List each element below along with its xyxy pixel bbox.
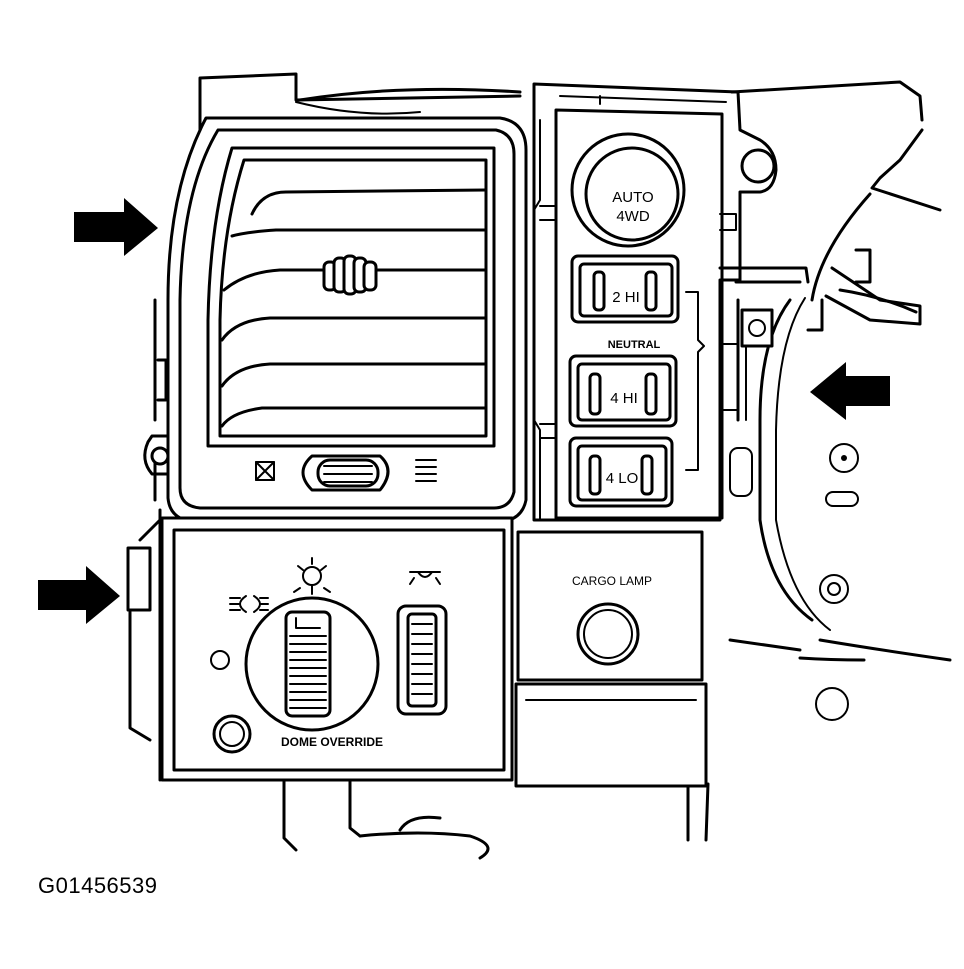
four-hi-button[interactable]: 4 HI xyxy=(568,354,678,428)
neutral-bracket xyxy=(685,291,705,471)
dome-lamp-icon xyxy=(409,571,441,585)
cargo-lamp-panel: CARGO LAMP xyxy=(514,530,708,788)
air-vent xyxy=(166,116,528,524)
arrow-right-icon xyxy=(74,198,158,256)
vent-open-icon xyxy=(415,459,437,482)
vent-thumbwheel[interactable] xyxy=(322,254,378,296)
cargo-lamp-label: CARGO LAMP xyxy=(572,574,652,588)
dash-structure xyxy=(126,72,952,860)
panel-dimmer-wheel[interactable] xyxy=(396,604,448,716)
transfer-case-switch-panel: AUTO 4WD 2 HI NEUTRAL 4 HI 4 LO xyxy=(532,82,778,522)
figure-id: G01456539 xyxy=(38,873,158,898)
fog-lamp-button[interactable] xyxy=(212,714,252,754)
four-lo-button[interactable]: 4 LO xyxy=(568,436,674,508)
vent-slider[interactable] xyxy=(301,454,390,492)
dome-override-label: DOME OVERRIDE xyxy=(281,735,383,749)
two-hi-button[interactable]: 2 HI xyxy=(570,254,680,324)
auto-4wd-label-line2: 4WD xyxy=(616,208,650,225)
four-hi-label: 4 HI xyxy=(610,390,638,407)
parking-lamp-icon xyxy=(293,557,331,595)
two-hi-label: 2 HI xyxy=(612,289,640,306)
headlamp-switch-panel: DOME OVERRIDE xyxy=(160,516,514,782)
fasteners xyxy=(815,443,859,721)
headlamp-knob[interactable] xyxy=(244,596,380,732)
mount-clip xyxy=(740,308,774,348)
side-slot xyxy=(729,447,753,497)
auto-4wd-label-line1: AUTO xyxy=(612,189,653,206)
arrow-right-icon xyxy=(38,566,120,624)
indicator-lamp xyxy=(210,650,230,670)
arrow-left-icon xyxy=(810,362,890,420)
vent-close-icon xyxy=(255,461,275,481)
auto-4wd-button[interactable]: AUTO 4WD xyxy=(570,132,686,248)
four-lo-label: 4 LO xyxy=(606,470,639,487)
neutral-label: NEUTRAL xyxy=(608,339,661,351)
headlamp-icon xyxy=(229,595,269,613)
cargo-lamp-button[interactable] xyxy=(576,602,640,666)
